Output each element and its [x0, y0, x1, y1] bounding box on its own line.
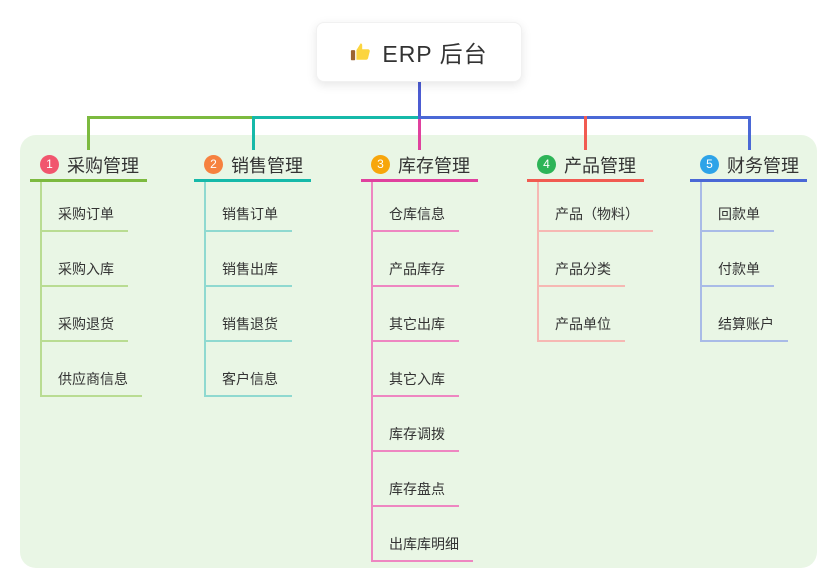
child-node[interactable]: 库存盘点 — [371, 480, 459, 507]
child-node[interactable]: 付款单 — [700, 260, 774, 287]
branch-drop-line-1 — [87, 116, 90, 150]
branch-drop-line-2 — [252, 116, 255, 150]
branch-drop-line-5 — [748, 116, 751, 150]
branch-trunk-line — [204, 182, 206, 397]
child-node[interactable]: 客户信息 — [204, 370, 292, 397]
child-node[interactable]: 销售出库 — [204, 260, 292, 287]
branch-title: 库存管理 — [398, 155, 470, 176]
branch-title: 产品管理 — [564, 155, 636, 176]
branch-heading-1[interactable]: 1 采购管理 — [30, 150, 147, 182]
branch-number-badge: 4 — [537, 155, 556, 174]
branch-number-badge: 1 — [40, 155, 59, 174]
child-node[interactable]: 库存调拨 — [371, 425, 459, 452]
horizontal-line-teal — [252, 116, 418, 119]
root-title: ERP 后台 — [382, 41, 488, 67]
child-node[interactable]: 采购订单 — [40, 205, 128, 232]
root-connector-line — [418, 82, 421, 116]
branch-title: 财务管理 — [727, 155, 799, 176]
child-node[interactable]: 销售订单 — [204, 205, 292, 232]
branch-heading-3[interactable]: 3 库存管理 — [361, 150, 478, 182]
child-node[interactable]: 销售退货 — [204, 315, 292, 342]
child-node[interactable]: 供应商信息 — [40, 370, 142, 397]
child-node[interactable]: 采购退货 — [40, 315, 128, 342]
branch-number-badge: 5 — [700, 155, 719, 174]
branch-drop-line-3 — [418, 119, 421, 150]
child-node[interactable]: 结算账户 — [700, 315, 788, 342]
root-node[interactable]: ERP 后台 — [316, 22, 522, 82]
branch-trunk-line — [700, 182, 702, 342]
child-node[interactable]: 产品（物料） — [537, 205, 653, 232]
branch-number-badge: 3 — [371, 155, 390, 174]
branch-title: 销售管理 — [231, 155, 303, 176]
child-node[interactable]: 产品分类 — [537, 260, 625, 287]
branch-title: 采购管理 — [67, 155, 139, 176]
child-node[interactable]: 产品库存 — [371, 260, 459, 287]
horizontal-line-green — [87, 116, 252, 119]
child-node[interactable]: 仓库信息 — [371, 205, 459, 232]
child-node[interactable]: 回款单 — [700, 205, 774, 232]
branch-number-badge: 2 — [204, 155, 223, 174]
child-node[interactable]: 出库库明细 — [371, 535, 473, 562]
branch-column-2: 2 销售管理销售订单销售出库销售退货客户信息 — [194, 150, 311, 397]
thumbs-up-icon — [350, 41, 372, 63]
branch-drop-line-4 — [584, 116, 587, 150]
branch-heading-4[interactable]: 4 产品管理 — [527, 150, 644, 182]
branch-column-1: 1 采购管理采购订单采购入库采购退货供应商信息 — [30, 150, 147, 397]
child-node[interactable]: 其它入库 — [371, 370, 459, 397]
branch-trunk-line — [40, 182, 42, 397]
branch-heading-2[interactable]: 2 销售管理 — [194, 150, 311, 182]
branch-column-5: 5 财务管理回款单付款单结算账户 — [690, 150, 807, 342]
branch-column-4: 4 产品管理产品（物料） 产品分类产品单位 — [527, 150, 653, 342]
child-node[interactable]: 其它出库 — [371, 315, 459, 342]
child-node[interactable]: 采购入库 — [40, 260, 128, 287]
branch-heading-5[interactable]: 5 财务管理 — [690, 150, 807, 182]
branch-trunk-line — [537, 182, 539, 342]
branches-panel — [20, 135, 817, 568]
branch-trunk-line — [371, 182, 373, 562]
branch-column-3: 3 库存管理仓库信息产品库存其它出库其它入库库存调拨库存盘点出库库明细 — [361, 150, 478, 562]
child-node[interactable]: 产品单位 — [537, 315, 625, 342]
